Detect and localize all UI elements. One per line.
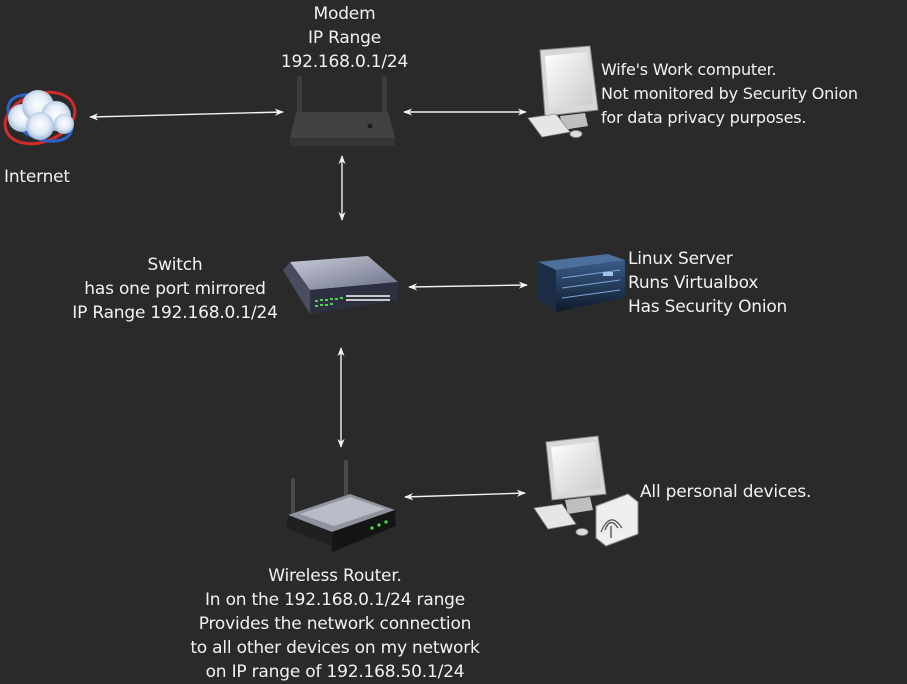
network-switch-icon (283, 256, 398, 314)
connector-internet-modem (89, 108, 284, 121)
wife-computer-label-line: Wife's Work computer. (601, 60, 777, 79)
rack-server-icon (538, 254, 625, 312)
wireless-router-label-line: Provides the network connection (198, 614, 472, 634)
wireless-router-label-line: In on the 192.168.0.1/24 range (204, 590, 465, 610)
switch-label-line: Switch (147, 255, 203, 275)
linux-server-label: Linux Server Runs Virtualbox Has Securit… (628, 247, 787, 319)
switch-label-line: IP Range 192.168.0.1/24 (72, 303, 278, 323)
linux-server-label-line: Has Security Onion (628, 297, 788, 317)
wireless-router-label-line: Wireless Router. (268, 566, 402, 586)
linux-server-label-line: Runs Virtualbox (628, 273, 759, 293)
personal-devices-label-line: All personal devices. (640, 482, 812, 502)
desktop-computer-icon (527, 45, 599, 138)
internet-cloud-icon (3, 90, 77, 146)
connector-router-personal-devices (404, 489, 526, 501)
modem-icon (290, 76, 395, 146)
modem-label-line: Modem (313, 4, 376, 24)
modem-label-line: 192.168.0.1/24 (280, 52, 409, 72)
wife-computer-label-line: Not monitored by Security Onion (601, 84, 858, 103)
connections (89, 108, 528, 501)
wireless-router-label-line: on IP range of 192.168.50.1/24 (205, 662, 465, 682)
wife-computer-label: Wife's Work computer. Not monitored by S… (601, 58, 858, 130)
wife-computer-label-line: for data privacy purposes. (601, 108, 807, 127)
modem-label-line: IP Range (308, 28, 381, 48)
wireless-computer-icon (533, 435, 639, 547)
internet-label: Internet (4, 165, 70, 189)
connector-switch-linux-server (408, 281, 528, 291)
switch-label: Switch has one port mirrored IP Range 19… (60, 253, 290, 325)
wireless-router-label-line: to all other devices on my network (190, 638, 480, 658)
modem-label: Modem IP Range 192.168.0.1/24 (272, 2, 417, 74)
wireless-router-icon (286, 460, 396, 552)
internet-label-line: Internet (4, 167, 70, 187)
wireless-router-label: Wireless Router. In on the 192.168.0.1/2… (150, 564, 520, 684)
switch-label-line: has one port mirrored (84, 279, 266, 299)
linux-server-label-line: Linux Server (628, 249, 733, 269)
personal-devices-label: All personal devices. (640, 480, 811, 504)
